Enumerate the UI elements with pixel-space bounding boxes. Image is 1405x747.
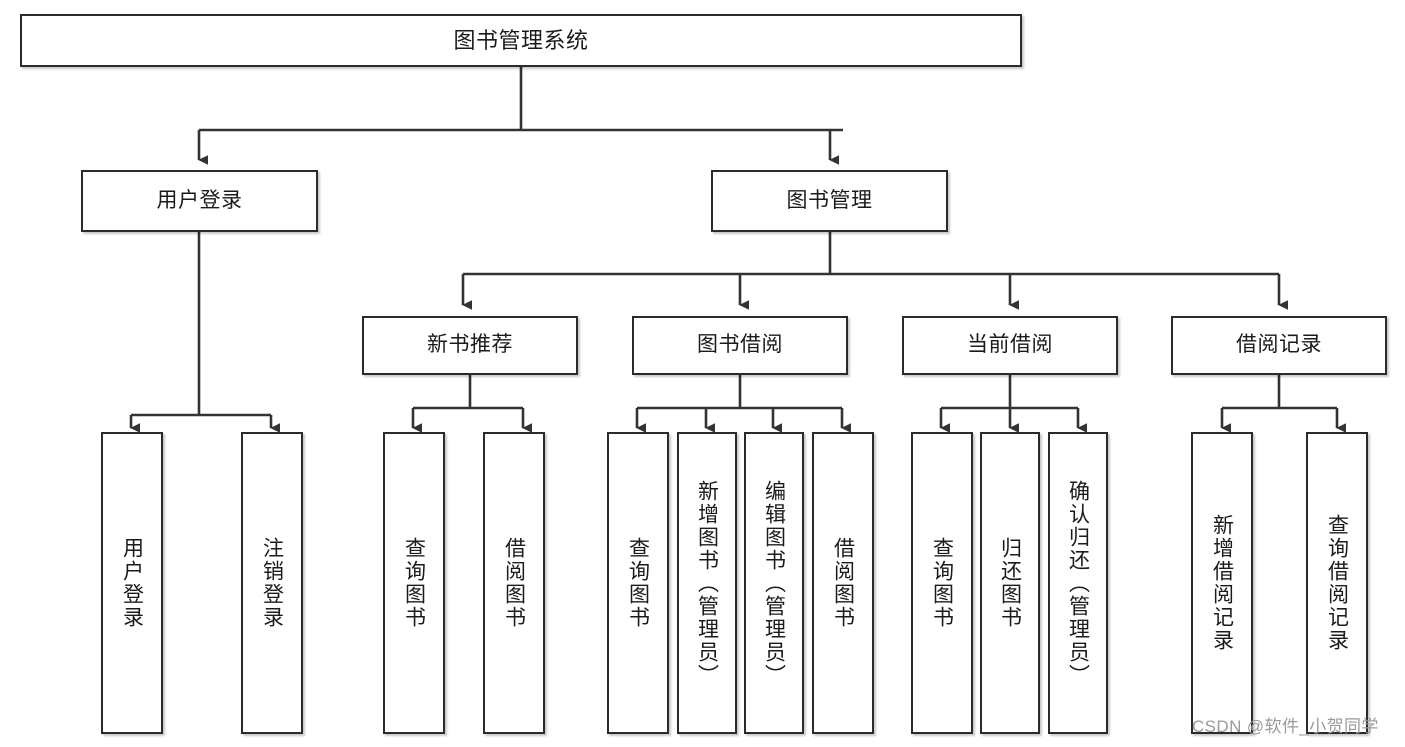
node-leaf-borrow-book-2[interactable]: 借阅图书 [812, 432, 874, 734]
node-label: 归还图书 [998, 537, 1022, 629]
node-leaf-query-book-1[interactable]: 查询图书 [383, 432, 445, 734]
node-label: 用户登录 [156, 188, 243, 212]
node-label: 新书推荐 [427, 333, 513, 357]
node-label: 图书管理系统 [453, 27, 589, 53]
node-leaf-edit-book[interactable]: 编辑图书（管理员） [744, 432, 804, 734]
node-label: 图书管理 [786, 188, 873, 212]
node-label: 查询图书 [626, 537, 650, 629]
node-leaf-logout-login[interactable]: 注销登录 [241, 432, 303, 734]
node-label: 借阅记录 [1236, 333, 1322, 357]
node-leaf-confirm-return[interactable]: 确认归还（管理员） [1048, 432, 1108, 734]
node-leaf-borrow-book-1[interactable]: 借阅图书 [483, 432, 545, 734]
node-label: 借阅图书 [831, 537, 855, 629]
node-label: 当前借阅 [967, 333, 1053, 357]
node-current-borrow[interactable]: 当前借阅 [902, 316, 1118, 375]
node-label: 确认归还（管理员） [1066, 479, 1090, 687]
node-user-login[interactable]: 用户登录 [81, 170, 318, 232]
node-label: 查询图书 [402, 537, 426, 629]
node-label: 新增借阅记录 [1210, 514, 1234, 652]
node-leaf-query-book-2[interactable]: 查询图书 [607, 432, 669, 734]
node-label: 图书借阅 [697, 333, 783, 357]
node-root-system[interactable]: 图书管理系统 [20, 14, 1022, 67]
node-label: 编辑图书（管理员） [762, 479, 786, 687]
node-label: 用户登录 [120, 537, 144, 629]
node-leaf-add-book[interactable]: 新增图书（管理员） [677, 432, 737, 734]
node-label: 借阅图书 [502, 537, 526, 629]
node-new-book-rec[interactable]: 新书推荐 [362, 316, 578, 375]
node-label: 新增图书（管理员） [695, 479, 719, 687]
node-leaf-return-book[interactable]: 归还图书 [980, 432, 1040, 734]
node-label: 查询图书 [930, 537, 954, 629]
node-borrow-record[interactable]: 借阅记录 [1171, 316, 1387, 375]
node-label: 查询借阅记录 [1325, 514, 1349, 652]
node-book-borrow[interactable]: 图书借阅 [632, 316, 848, 375]
watermark-text: CSDN @软件_小贺同学 [1192, 717, 1379, 736]
node-label: 注销登录 [260, 537, 284, 629]
node-leaf-user-login[interactable]: 用户登录 [101, 432, 163, 734]
node-leaf-add-record[interactable]: 新增借阅记录 [1191, 432, 1253, 734]
node-leaf-query-record[interactable]: 查询借阅记录 [1306, 432, 1368, 734]
node-leaf-query-book-3[interactable]: 查询图书 [911, 432, 973, 734]
node-book-manage[interactable]: 图书管理 [711, 170, 948, 232]
